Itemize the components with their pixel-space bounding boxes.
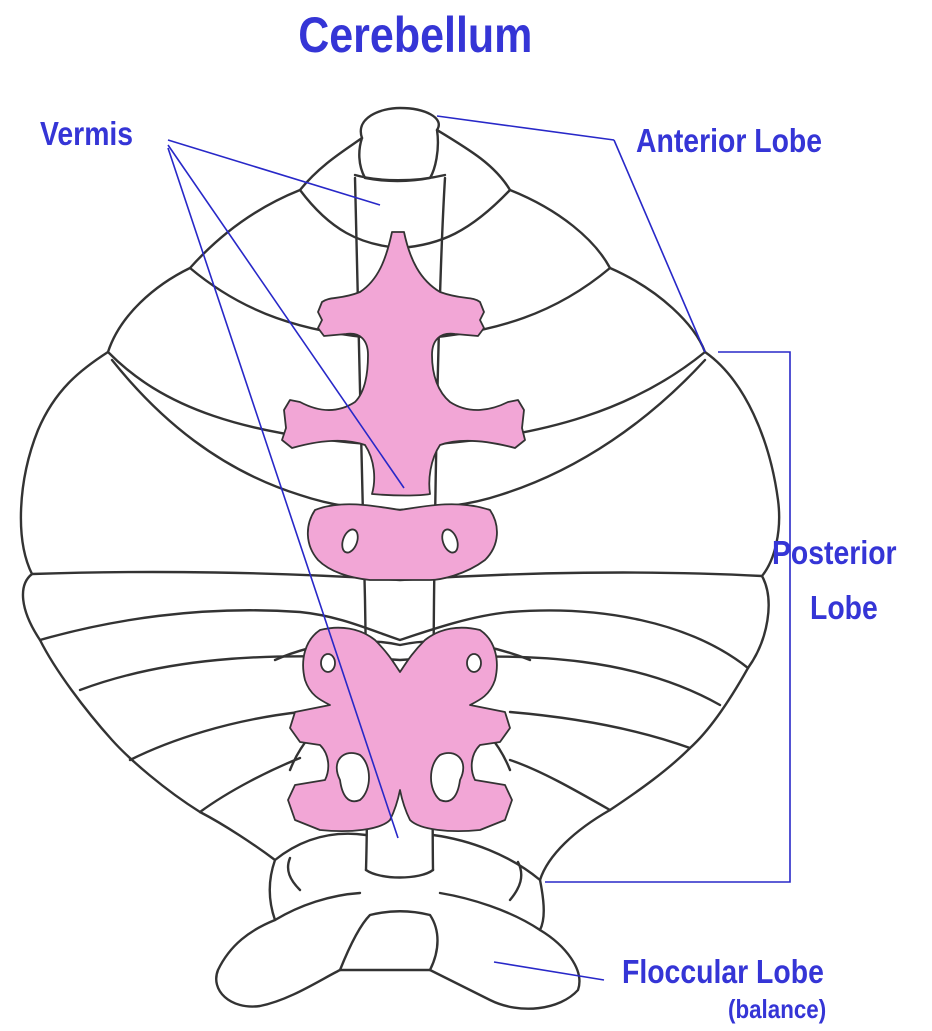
label-posterior-lobe-line2: Lobe bbox=[810, 591, 878, 624]
diagram-title: Cerebellum bbox=[298, 10, 522, 60]
floccular-leader bbox=[494, 962, 604, 980]
label-floccular-note: (balance) bbox=[728, 996, 826, 1022]
fissure-7 bbox=[200, 758, 300, 812]
label-floccular-lobe: Floccular Lobe bbox=[622, 955, 824, 988]
arbor-vitae-middle bbox=[308, 504, 497, 580]
vermis-top-nub bbox=[359, 108, 438, 181]
fissure-8 bbox=[510, 760, 610, 810]
fissure-9 bbox=[130, 712, 300, 760]
anterior-leader-1 bbox=[437, 116, 614, 140]
vermis-leader-1 bbox=[168, 140, 380, 205]
label-anterior-lobe: Anterior Lobe bbox=[636, 124, 822, 157]
anterior-leader-2 bbox=[614, 140, 705, 352]
fissure-10 bbox=[510, 712, 690, 748]
posterior-bracket bbox=[545, 352, 790, 882]
label-vermis: Vermis bbox=[40, 117, 133, 150]
label-posterior-lobe-line1: Posterior bbox=[772, 536, 897, 569]
